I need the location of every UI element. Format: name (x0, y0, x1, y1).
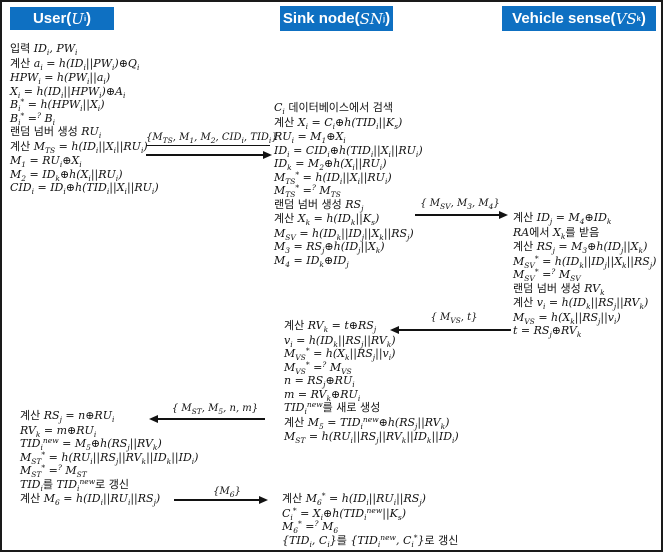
formula-line: 계산 M6* = h(IDi||RUi||RSj) (282, 491, 426, 507)
formula-line: MST* =? MST (20, 463, 87, 479)
formula-line: vi = h(IDk||RSj||RVk) (284, 333, 396, 349)
formula-line: 계산 RSj = n⊕RUi (20, 409, 115, 424)
formula-line: 계산 Xi = Ci⊕h(TIDi||Ks) (274, 115, 403, 131)
formula-line: CIDi = IDi⊕h(TIDi||Xi||RUi) (10, 181, 159, 196)
formula-line: 계산 M6 = h(IDi||RUi||RSj) (20, 492, 161, 507)
formula-line: n = RSj⊕RUi (284, 374, 355, 389)
formula-line: MTS* =? MTS (274, 183, 341, 199)
formula-line: 계산 IDj = M4⊕IDk (513, 211, 612, 226)
formula-line: Xi = h(IDi||HPWi)⊕Ai (10, 84, 126, 100)
formula-line: IDk = M2⊕h(Xi||RUi) (274, 157, 387, 172)
formula-line: M4 = IDk⊕IDj (274, 253, 349, 269)
formula-line: 계산 ai = h(IDi||PWi)⊕Qi (10, 56, 140, 72)
formula-line: RA에서 Xk를 받음 (513, 225, 600, 241)
formula-line: Ci 데이터베이스에서 검색 (274, 101, 394, 116)
formula-line: M2 = IDk⊕h(Xi||RUi) (10, 167, 123, 183)
formula-line: TIDi를 TIDinew로 갱신 (20, 476, 130, 493)
formula-line: TIDinew를 새로 생성 (284, 400, 381, 416)
formula-line: 계산 RSj = M3⊕h(IDj||Xk) (513, 240, 648, 255)
formula-line: MVS* = h(Xk||RSj||vi) (284, 346, 396, 362)
formula-line: Bi* =? Bi (10, 110, 55, 127)
formula-line: 계산 M5 = TIDinew⊕h(RSj||RVk) (284, 414, 450, 431)
message-1-label: {MTS, M1, M2, CIDi, TIDi} (146, 132, 278, 146)
sink-update-computation-block: 계산 M6* = h(IDi||RUi||RSj)Ci* = Xi⊕h(TIDi… (282, 492, 458, 548)
formula-line: 랜덤 넘버 생성 RVk (513, 281, 605, 297)
message-5-arrow-right-icon (174, 495, 268, 504)
formula-line: RVk = m⊕RUi (20, 423, 97, 439)
formula-line: {TIDi, Ci}를 {TIDinew, Ci*}로 갱신 (282, 532, 459, 549)
formula-line: 입력 IDi, PWi (10, 42, 78, 57)
formula-line: 랜덤 넘버 생성 RSj (274, 197, 364, 213)
formula-line: M1 = RUi⊕Xi (10, 154, 82, 169)
formula-line: 계산 MTS = h(IDi||Xi||RUi) (10, 139, 148, 155)
formula-line: MVS = h(Xk||RSj||vi) (513, 310, 621, 326)
formula-line: 계산 RVk = t⊕RSj (284, 319, 377, 334)
formula-line: 랜덤 넘버 생성 RUi (10, 125, 102, 140)
formula-line: 계산 Xk = h(IDk||Ks) (274, 212, 380, 227)
formula-line: MSV* =? MSV (513, 267, 581, 283)
message-2-arrow-right-icon (415, 210, 508, 219)
formula-line: MST = h(RUi||RSj||RVk||IDk||IDi) (284, 430, 459, 445)
formula-line: HPWi = h(PWi||ai) (10, 71, 111, 86)
formula-line: MST* = h(RUi||RSj||RVk||IDk||IDi) (20, 449, 199, 466)
formula-line: TIDinew = M5⊕h(RSj||RVk) (20, 436, 162, 452)
message-3-label: { MVS, t} (430, 312, 478, 325)
formula-line: MSV = h(IDk||IDj||Xk||RSj) (274, 226, 414, 242)
formula-line: RUi = M1⊕Xi (274, 130, 346, 145)
formula-line: MSV* = h(IDk||IDj||Xk||RSj) (513, 253, 657, 270)
message-1-arrow-right-icon (146, 150, 272, 159)
formula-line: Ci* = Xi⊕h(TIDinew||Ks) (282, 505, 407, 522)
formula-line: MVS* =? MVS (284, 359, 352, 376)
formula-line: IDi = CIDi⊕h(TIDi||Xi||RUi) (274, 143, 423, 159)
message-4-arrow-left-icon (149, 414, 265, 423)
formula-line: t = RSj⊕RVk (513, 324, 582, 339)
formula-line: M3 = RSj⊕h(IDj||Xk) (274, 240, 385, 255)
formula-line: 계산 vi = h(IDk||RSj||RVk) (513, 296, 649, 311)
formula-line: m = RVk⊕RUi (284, 387, 361, 403)
message-4-label: { MST, M5, n, m} (171, 403, 259, 416)
formula-line: M6* =? M6 (282, 519, 339, 535)
message-2-label: { MSV, M3, M4} (420, 198, 500, 211)
message-3-arrow-left-icon (390, 325, 511, 334)
formula-line: Bi* = h(HPWi||Xi) (10, 97, 105, 113)
message-5-label: {M6} (213, 486, 241, 499)
formula-line: MTS* = h(IDi||Xi||RUi) (274, 169, 392, 186)
